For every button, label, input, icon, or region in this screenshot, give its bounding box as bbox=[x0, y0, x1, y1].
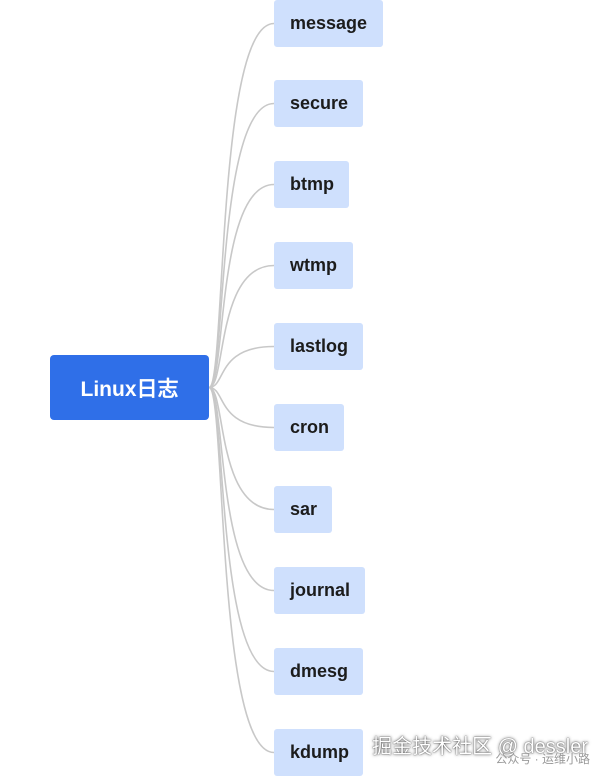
node-label: cron bbox=[290, 417, 330, 437]
node-label: secure bbox=[290, 93, 349, 113]
connector-sar bbox=[208, 386, 275, 511]
watermark: 掘金技术社区 @ dessler bbox=[372, 736, 588, 758]
node-label: kdump bbox=[290, 742, 350, 762]
connector-kdump bbox=[208, 386, 275, 754]
node-kdump[interactable]: kdump bbox=[274, 729, 363, 776]
node-dmesg[interactable]: dmesg bbox=[274, 648, 363, 695]
node-journal[interactable]: journal bbox=[274, 567, 365, 614]
connector-wtmp bbox=[208, 264, 275, 389]
node-label: dmesg bbox=[290, 661, 349, 681]
node-wtmp[interactable]: wtmp bbox=[274, 242, 353, 289]
node-label: sar bbox=[290, 499, 318, 519]
watermark-sub: 公众号 · 运维小路 bbox=[495, 752, 590, 766]
node-lastlog[interactable]: lastlog bbox=[274, 323, 363, 370]
node-cron[interactable]: cron bbox=[274, 404, 344, 451]
connector-btmp bbox=[208, 183, 275, 389]
root-node[interactable]: Linux日志 bbox=[50, 355, 209, 420]
node-btmp[interactable]: btmp bbox=[274, 161, 349, 208]
node-secure[interactable]: secure bbox=[274, 80, 363, 127]
node-label: wtmp bbox=[290, 255, 337, 275]
connector-dmesg bbox=[208, 386, 275, 673]
root-node-label: Linux日志 bbox=[80, 377, 179, 401]
node-message[interactable]: message bbox=[274, 0, 383, 47]
connector-secure bbox=[208, 102, 275, 389]
connector-cron bbox=[208, 386, 275, 429]
connector-lastlog bbox=[208, 345, 275, 389]
node-sar[interactable]: sar bbox=[274, 486, 332, 533]
node-label: message bbox=[290, 13, 368, 33]
node-label: lastlog bbox=[290, 336, 349, 356]
node-label: journal bbox=[290, 580, 351, 600]
node-label: btmp bbox=[290, 174, 334, 194]
